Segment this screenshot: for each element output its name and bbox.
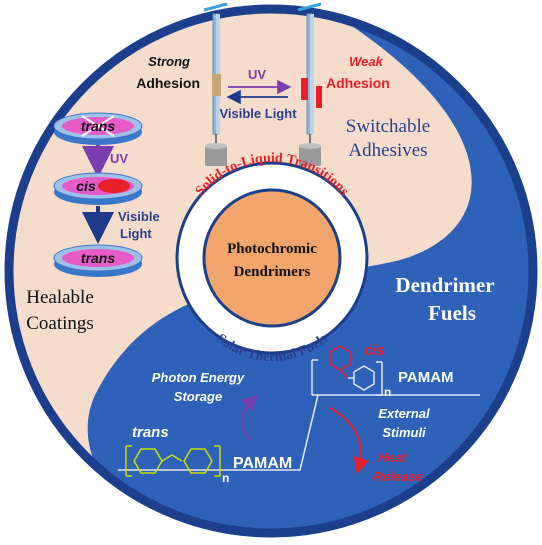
photon-storage-arrow <box>240 395 259 441</box>
healable-title-2: Coatings <box>26 313 94 334</box>
right-weight-top <box>299 143 321 149</box>
core-title-1: Photochromic <box>227 241 317 257</box>
heat-label-2: Release <box>373 469 422 484</box>
weak-label-2: Adhesion <box>326 75 390 91</box>
external-label-1: External <box>378 406 430 421</box>
left-adhesive-joint <box>212 74 221 96</box>
disc3-label: trans <box>81 250 115 266</box>
right-weight <box>299 146 321 166</box>
heat-release-arrow <box>329 407 370 474</box>
cis-subscript: n <box>384 385 391 399</box>
photon-label-1: Photon Energy <box>152 370 245 385</box>
disc2-label: cis <box>76 178 96 194</box>
right-adhesive-joint <box>301 78 308 100</box>
photon-label-2: Storage <box>174 389 222 404</box>
coating-disc-1 <box>53 112 143 145</box>
trans-subscript: n <box>222 471 229 485</box>
strong-label-1: Strong <box>148 54 190 69</box>
cis-pamam: PAMAM <box>398 369 454 386</box>
switchable-title-1: Switchable <box>346 116 430 137</box>
right-adhesive-joint-lower <box>316 86 322 108</box>
external-label-2: Stimuli <box>382 425 426 440</box>
coating-visible-label-1: Visible <box>118 209 160 224</box>
right-clamp-bar <box>297 2 322 12</box>
left-clamp-bar <box>203 2 228 12</box>
switchable-title-2: Adhesives <box>348 140 427 161</box>
coating-disc-3 <box>53 244 143 277</box>
core-inner-disc <box>202 188 342 328</box>
healable-title-1: Healable <box>26 287 94 308</box>
trans-pamam: PAMAM <box>233 455 292 472</box>
right-rod-shade <box>310 14 314 134</box>
coating-disc-2 <box>53 172 143 205</box>
fuels-title-1: Dendrimer <box>395 273 494 297</box>
energy-level-line <box>118 394 480 471</box>
trans-molecule <box>125 445 221 477</box>
weak-label-1: Weak <box>349 54 383 69</box>
heat-label-1: Heat <box>378 450 407 465</box>
left-weight-top <box>205 143 227 149</box>
cis-label: cis <box>364 342 385 359</box>
core-title-2: Dendrimers <box>234 264 311 280</box>
disc1-label: trans <box>81 118 115 134</box>
adhesive-uv-label: UV <box>248 67 266 82</box>
coating-visible-label-2: Light <box>120 226 152 241</box>
fuels-title-2: Fuels <box>428 301 476 325</box>
left-weight <box>205 146 227 166</box>
trans-label: trans <box>132 424 169 441</box>
blue-swirl-region <box>87 9 533 533</box>
coating-uv-label: UV <box>110 151 128 166</box>
cis-molecule <box>311 345 383 396</box>
adhesive-setup <box>203 2 322 166</box>
outer-ring <box>4 4 538 538</box>
strong-label-2: Adhesion <box>136 75 200 91</box>
adhesive-visible-label: Visible Light <box>219 106 297 121</box>
